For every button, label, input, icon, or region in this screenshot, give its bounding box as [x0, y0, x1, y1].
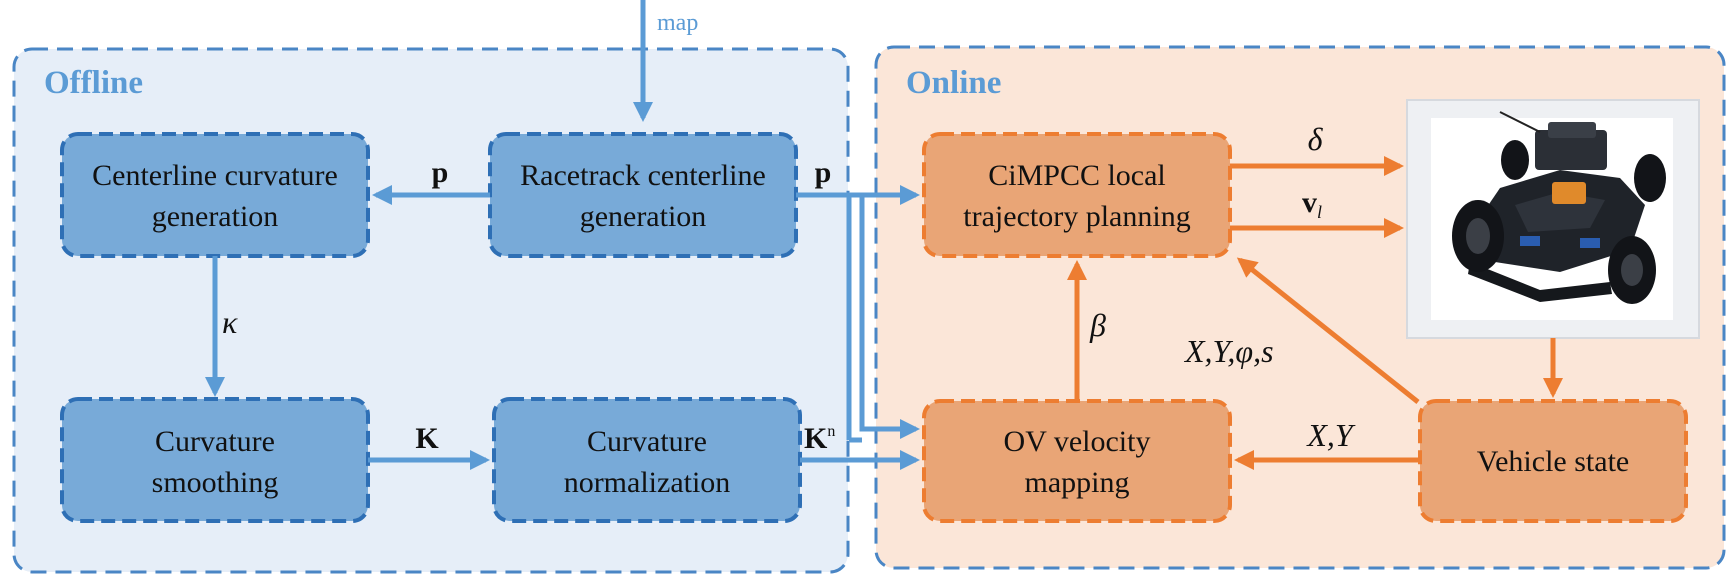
label-p-right: p [815, 156, 832, 189]
label-Kn: Kn [804, 422, 835, 455]
label-v: vl [1302, 186, 1322, 222]
arrow-vehicle-state-to-cimpcc: X,Y,φ,s [1183, 257, 1420, 404]
cimpcc-line1: CiMPCC local [988, 159, 1166, 192]
arrow-racetrack-to-ov [846, 192, 920, 443]
online-label: Online [906, 65, 1001, 101]
vehicle-state-label: Vehicle state [1477, 445, 1629, 478]
vehicle-state-box: Vehicle state [1418, 399, 1688, 523]
curvature-normalization-line2: normalization [564, 466, 731, 499]
curvature-smoothing-line1: Curvature [155, 425, 275, 458]
map-label: map [657, 10, 698, 36]
label-kappa: κ [222, 304, 238, 340]
label-delta: δ [1308, 121, 1324, 157]
ov-velocity-line1: OV velocity [1004, 425, 1151, 458]
cimpcc-line2: trajectory planning [963, 200, 1190, 233]
ov-velocity-line2: mapping [1025, 466, 1130, 499]
label-state-xy: X,Y [1305, 417, 1356, 453]
curvature-normalization-box: Curvature normalization [492, 397, 802, 523]
arrow-normalization-to-ov: Kn [800, 422, 920, 470]
racetrack-centerline-line2: generation [580, 200, 707, 233]
ov-velocity-box: OV velocity mapping [922, 399, 1232, 523]
map-input-arrow: map [633, 0, 698, 122]
curvature-smoothing-line2: smoothing [152, 466, 279, 499]
label-state-full: X,Y,φ,s [1183, 333, 1274, 369]
arrow-ov-to-cimpcc: β [1067, 260, 1106, 401]
racetrack-centerline-box: Racetrack centerline generation [488, 132, 798, 258]
centerline-curvature-line2: generation [152, 200, 279, 233]
offline-label: Offline [44, 65, 143, 101]
centerline-curvature-line1: Centerline curvature [92, 159, 338, 192]
label-beta: β [1089, 307, 1106, 343]
arrow-curvature-to-smoothing: κ [205, 256, 238, 397]
racetrack-centerline-line1: Racetrack centerline [520, 159, 766, 192]
arrow-cimpcc-delta: δ [1230, 121, 1404, 176]
arrow-vehicle-state-to-ov: X,Y [1234, 417, 1420, 470]
arrow-racetrack-to-curvature: p [372, 156, 490, 205]
cimpcc-box: CiMPCC local trajectory planning [922, 132, 1232, 258]
label-K: K [415, 422, 439, 455]
centerline-curvature-box: Centerline curvature generation [60, 132, 370, 258]
label-p-left: p [432, 156, 449, 189]
rc-car-icon [1406, 99, 1700, 339]
arrow-smoothing-to-normalization: K [368, 422, 490, 470]
curvature-smoothing-box: Curvature smoothing [60, 397, 370, 523]
curvature-normalization-line1: Curvature [587, 425, 707, 458]
arrow-cimpcc-velocity: vl [1230, 186, 1404, 238]
